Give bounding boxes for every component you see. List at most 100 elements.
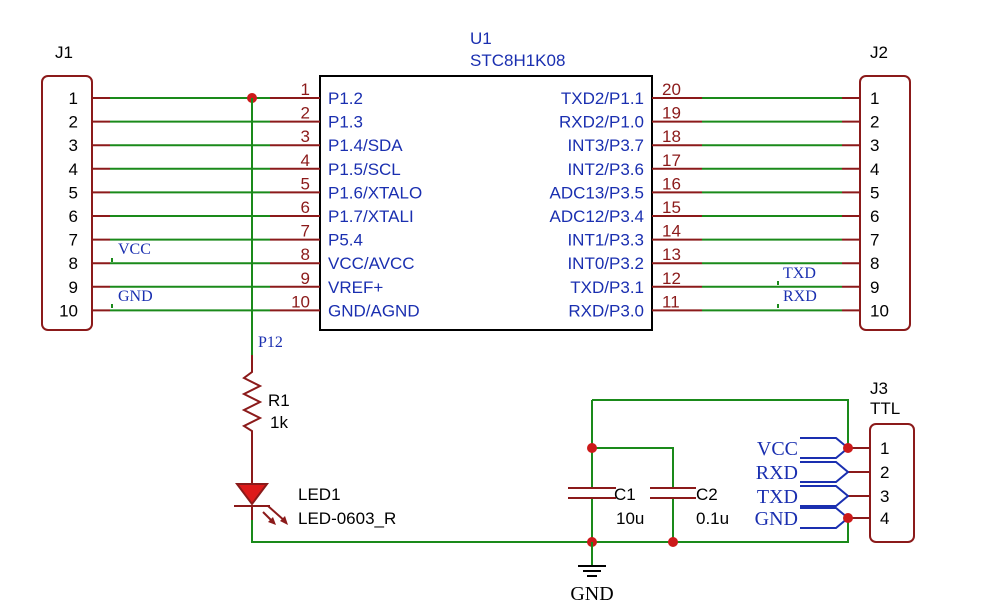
j3-net-label: GND [755, 508, 798, 530]
u1-left-pin-number: 2 [301, 104, 310, 123]
u1-right-pin-name: INT1/P3.3 [567, 231, 644, 250]
j2-pin-number: 2 [870, 113, 879, 132]
j3-net-flag [800, 437, 850, 459]
j1-pin-number: 4 [69, 160, 78, 179]
junction-j3-vcc [843, 443, 853, 453]
net-label-vcc: VCC [118, 241, 151, 258]
u1-body [319, 75, 653, 331]
bottom-gnd-wire [251, 518, 849, 543]
u1-left-pin-name: P1.2 [328, 89, 363, 108]
j3-pin-number: 3 [880, 487, 889, 506]
junction-c2-gnd [668, 537, 678, 547]
j3-body [869, 423, 915, 543]
j3-pin-number: 2 [880, 463, 889, 482]
j1-pin-number: 8 [69, 254, 78, 273]
u1-left-pin-name: VREF+ [328, 278, 383, 297]
u1-right-pin-number: 17 [662, 151, 681, 170]
u1-right-pin-number: 18 [662, 127, 681, 146]
net-label-gnd: GND [118, 288, 153, 305]
u1-ref: U1 [470, 29, 492, 48]
j2-pin-number: 4 [870, 160, 879, 179]
u1-left-pin-name: P5.4 [328, 231, 363, 250]
net-label-rxd: RXD [783, 288, 817, 305]
j1-body [41, 75, 93, 331]
j3-net-flag [800, 507, 850, 529]
vcc-top-wire [592, 399, 849, 448]
j2-pin-number: 1 [870, 89, 879, 108]
u1-left-pin-number: 1 [301, 80, 310, 99]
u1-right-pin-name: TXD/P3.1 [570, 278, 644, 297]
j3-net-label: RXD [756, 462, 798, 484]
u1-right-pin-name: INT0/P3.2 [567, 254, 644, 273]
u1-left-pin-number: 5 [301, 174, 310, 193]
j3-net-label: VCC [757, 438, 798, 460]
u1-left-pin-name: P1.6/XTALO [328, 183, 422, 202]
j1-pin-number: 1 [69, 89, 78, 108]
u1-left-pin-name: P1.3 [328, 113, 363, 132]
j3-ref: J3 [870, 379, 888, 398]
capacitor-c1: C1 10u [568, 485, 644, 528]
j3-pin-number: 1 [880, 439, 889, 458]
j2-pin-number: 7 [870, 231, 879, 250]
led-arrowhead-2 [280, 516, 288, 525]
u1-right-pin-name: RXD2/P1.0 [559, 113, 644, 132]
u1-right-pin-name: ADC13/P3.5 [550, 183, 645, 202]
u1-right-pin-name: TXD2/P1.1 [561, 89, 644, 108]
net-label-txd: TXD [783, 265, 816, 282]
j1-pin-number: 5 [69, 183, 78, 202]
u1-right-pin-number: 12 [662, 269, 681, 288]
junction-cap-top [587, 443, 597, 453]
led1-ref: LED1 [298, 485, 341, 504]
r1-value: 1k [270, 413, 288, 432]
u1-left-pin-name: P1.7/XTALI [328, 207, 414, 226]
j2-pin-number: 6 [870, 207, 879, 226]
j2-pin-number: 9 [870, 278, 879, 297]
j1-pin-number: 7 [69, 231, 78, 250]
j2-pin-number: 3 [870, 136, 879, 155]
u1-left-pin-number: 6 [301, 198, 310, 217]
j2-pin-number: 10 [870, 301, 889, 320]
led1-value: LED-0603_R [298, 509, 396, 528]
u1-right-pin-number: 20 [662, 80, 681, 99]
j3-pin-number: 4 [880, 509, 889, 528]
connector-j1: J1 1 2 3 4 5 6 7 8 9 10 [41, 43, 110, 331]
u1-left-pin-name: VCC/AVCC [328, 254, 415, 273]
u1-left-pin-number: 8 [301, 245, 310, 264]
u1-left-pin-number: 10 [291, 292, 310, 311]
j3-net-flag [800, 461, 850, 483]
u1-right-pin-number: 13 [662, 245, 681, 264]
j3-value: TTL [870, 399, 900, 418]
bus-wires [110, 97, 842, 312]
j1-pin-number: 6 [69, 207, 78, 226]
u1-left-pin-number: 3 [301, 127, 310, 146]
u1-left-pin-name: P1.4/SDA [328, 136, 403, 155]
led-led1: LED1 LED-0603_R [234, 440, 396, 528]
c2-top-wire [592, 447, 674, 488]
u1-right-pin-number: 15 [662, 198, 681, 217]
j1-pin-number: 10 [59, 301, 78, 320]
u1-left-pin-number: 7 [301, 222, 310, 241]
r1-zigzag [241, 355, 263, 440]
resistor-r1: R1 1k [241, 355, 290, 440]
u1-right-pin-name: INT3/P3.7 [567, 136, 644, 155]
u1-right-pin-name: RXD/P3.0 [568, 301, 644, 320]
j2-pin-number: 8 [870, 254, 879, 273]
j1-pin-number: 3 [69, 136, 78, 155]
u1-right-pin-number: 11 [662, 292, 680, 311]
c1-ref: C1 [614, 485, 636, 504]
j1-pin-number: 9 [69, 278, 78, 297]
u1-right-pin-number: 16 [662, 174, 681, 193]
u1-right-pin-number: 19 [662, 104, 681, 123]
j1-pin-number: 2 [69, 113, 78, 132]
led-arrowhead-1 [268, 517, 276, 525]
j1-ref: J1 [55, 43, 73, 62]
u1-right-pin-name: INT2/P3.6 [567, 160, 644, 179]
ground-label: GND [570, 583, 613, 605]
j2-body [859, 75, 911, 331]
u1-right-pin-name: ADC12/P3.4 [550, 207, 645, 226]
u1-left-pin-name: GND/AGND [328, 301, 420, 320]
